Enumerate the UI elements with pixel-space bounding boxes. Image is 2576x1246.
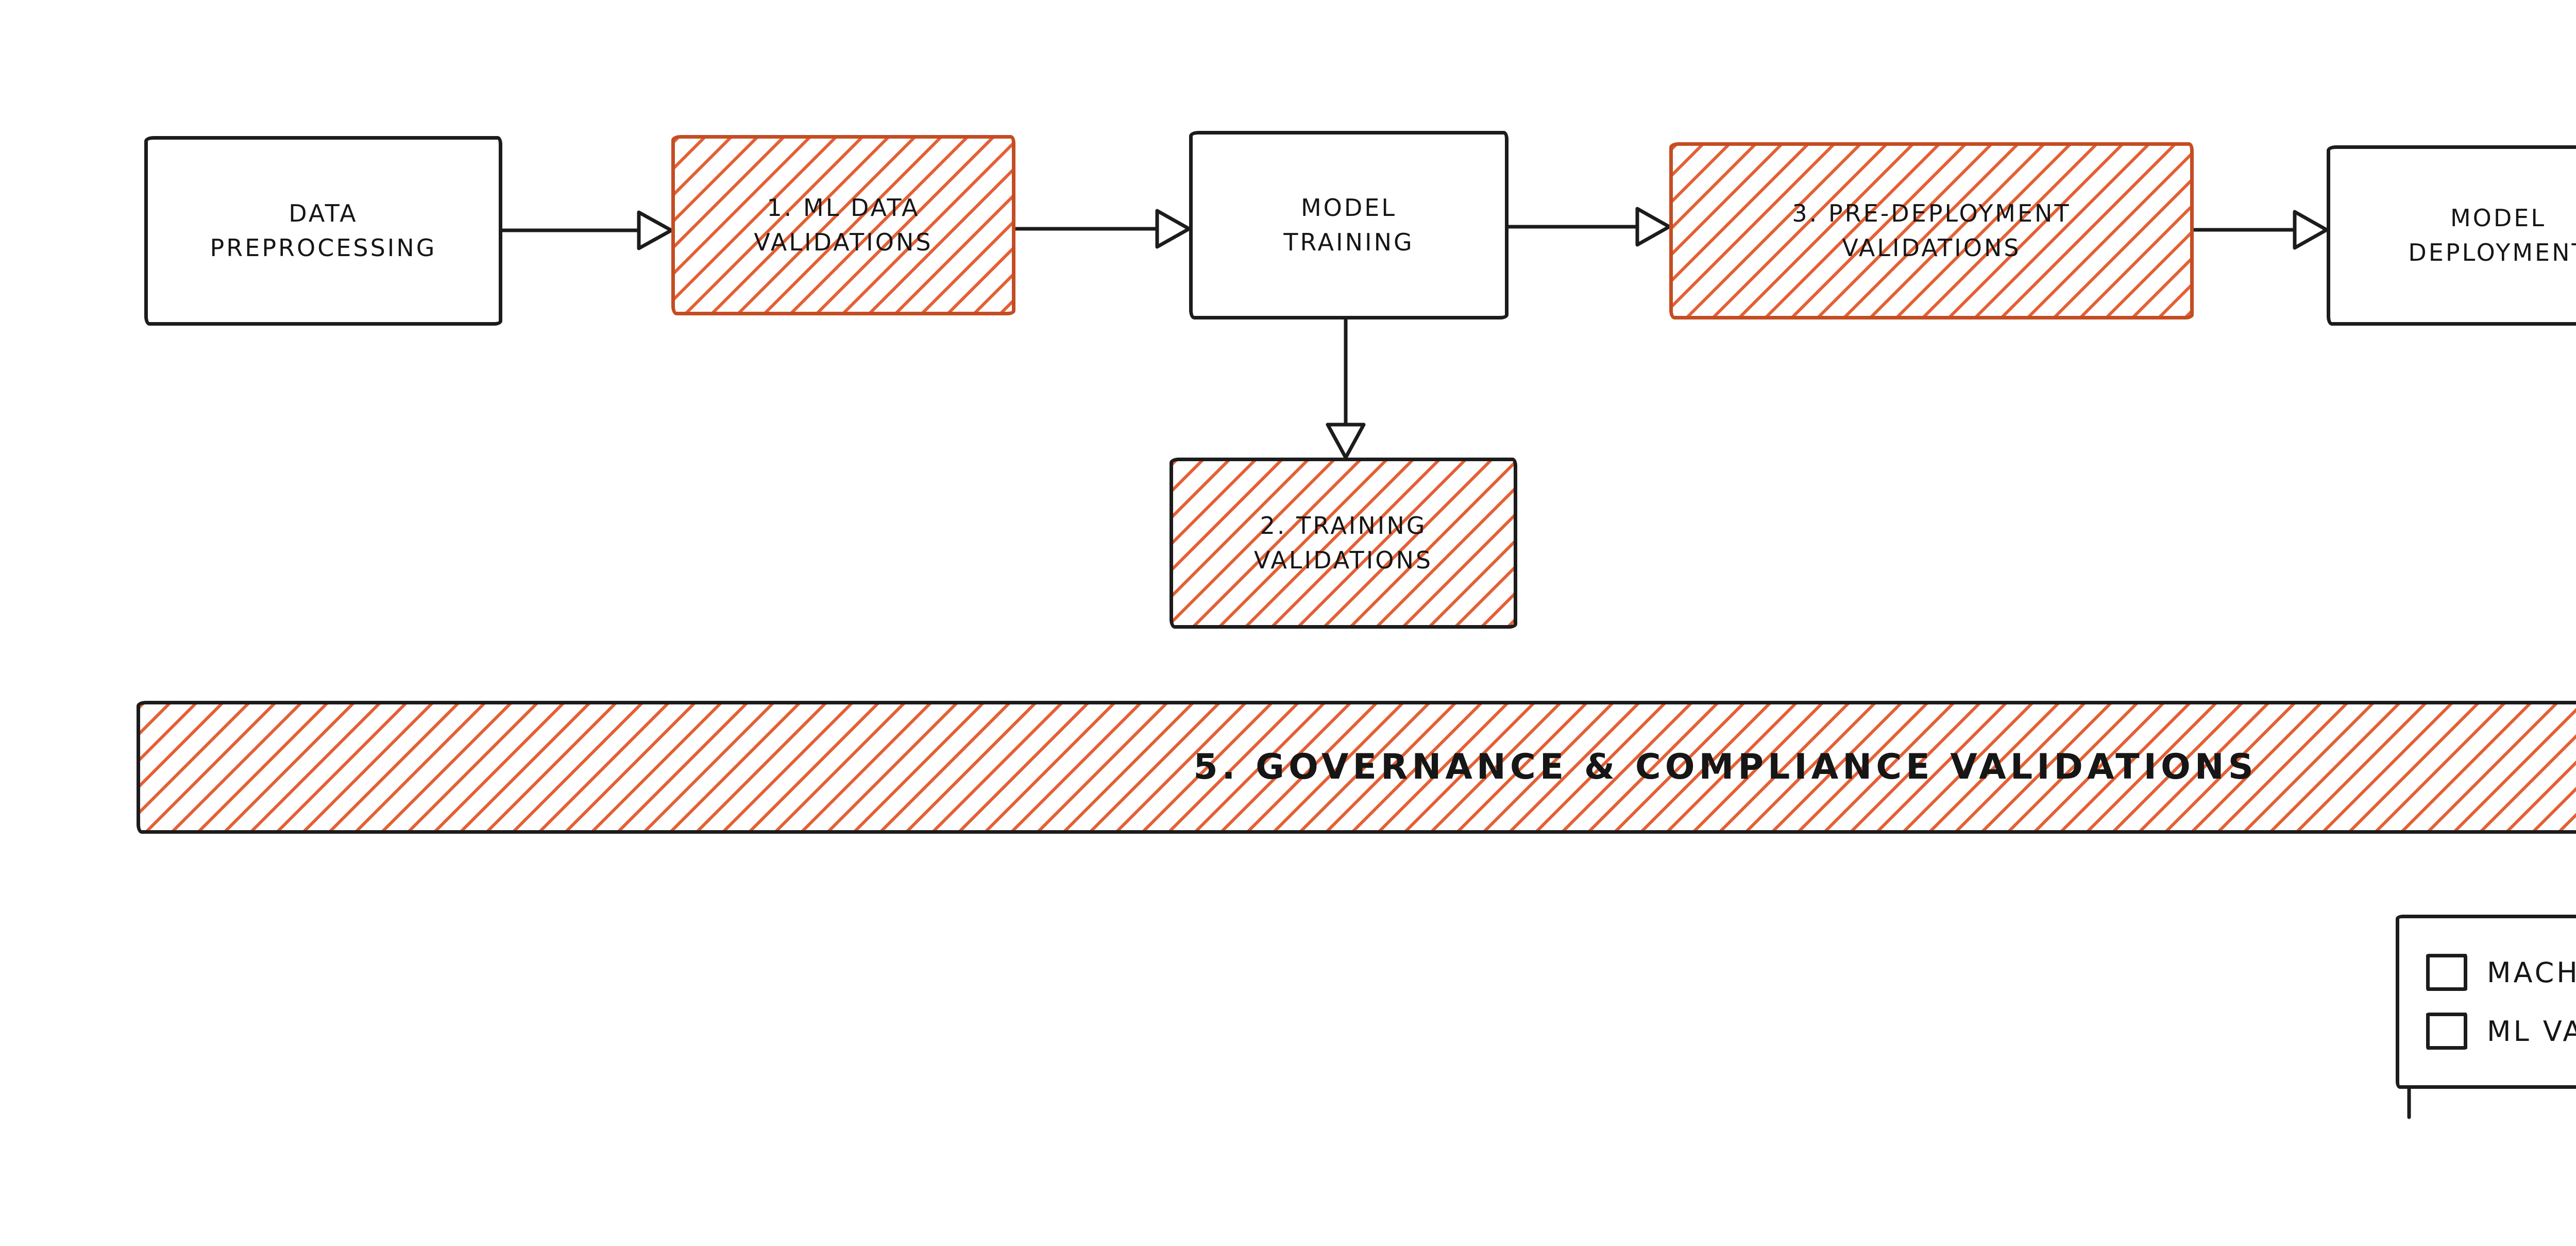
flow-arrow-right-1-icon [500, 210, 673, 250]
box-training-validations-label: 2. TRAINING VALIDATIONS [1253, 512, 1433, 574]
box-training-validations: 2. TRAINING VALIDATIONS [1170, 458, 1517, 629]
flow-arrow-right-4-icon [2192, 210, 2329, 250]
box-ml-data-validations-label: 1. ML DATA VALIDATIONS [754, 194, 933, 256]
box-model-deployment-label: MODEL DEPLOYMENT [2408, 204, 2576, 266]
box-data-preprocessing: DATA PREPROCESSING [144, 136, 502, 326]
box-governance-compliance-validations-label: 5. GOVERNANCE & COMPLIANCE VALIDATIONS [1193, 746, 2258, 787]
flow-arrow-right-3-icon [1506, 207, 1671, 247]
box-model-deployment: MODEL DEPLOYMENT [2327, 145, 2576, 326]
validation-hatched-swatch-icon [2426, 1013, 2467, 1050]
box-model-training-label: MODEL TRAINING [1283, 194, 1414, 256]
lifecycle-swatch-icon [2426, 954, 2467, 991]
legend-item-lifecycle-label: MACHINE LEARNING LIFECYCLE [2487, 956, 2576, 989]
box-ml-data-validations: 1. ML DATA VALIDATIONS [671, 135, 1015, 315]
legend-item-validation-label: ML VALIDATION STAGES [2487, 1015, 2576, 1048]
legend-item-lifecycle: MACHINE LEARNING LIFECYCLE [2426, 954, 2576, 991]
legend: MACHINE LEARNING LIFECYCLE ML VALIDATION… [2396, 915, 2576, 1089]
box-data-preprocessing-label: DATA PREPROCESSING [210, 199, 437, 262]
box-pre-deployment-validations-label: 3. PRE-DEPLOYMENT VALIDATIONS [1792, 199, 2071, 262]
box-model-training: MODEL TRAINING [1189, 131, 1509, 319]
box-governance-compliance-validations: 5. GOVERNANCE & COMPLIANCE VALIDATIONS [137, 701, 2576, 834]
flow-arrow-down-icon [1326, 317, 1366, 460]
legend-item-validation: ML VALIDATION STAGES [2426, 1013, 2576, 1050]
box-pre-deployment-validations: 3. PRE-DEPLOYMENT VALIDATIONS [1669, 142, 2194, 319]
flow-arrow-right-2-icon [1013, 209, 1191, 249]
